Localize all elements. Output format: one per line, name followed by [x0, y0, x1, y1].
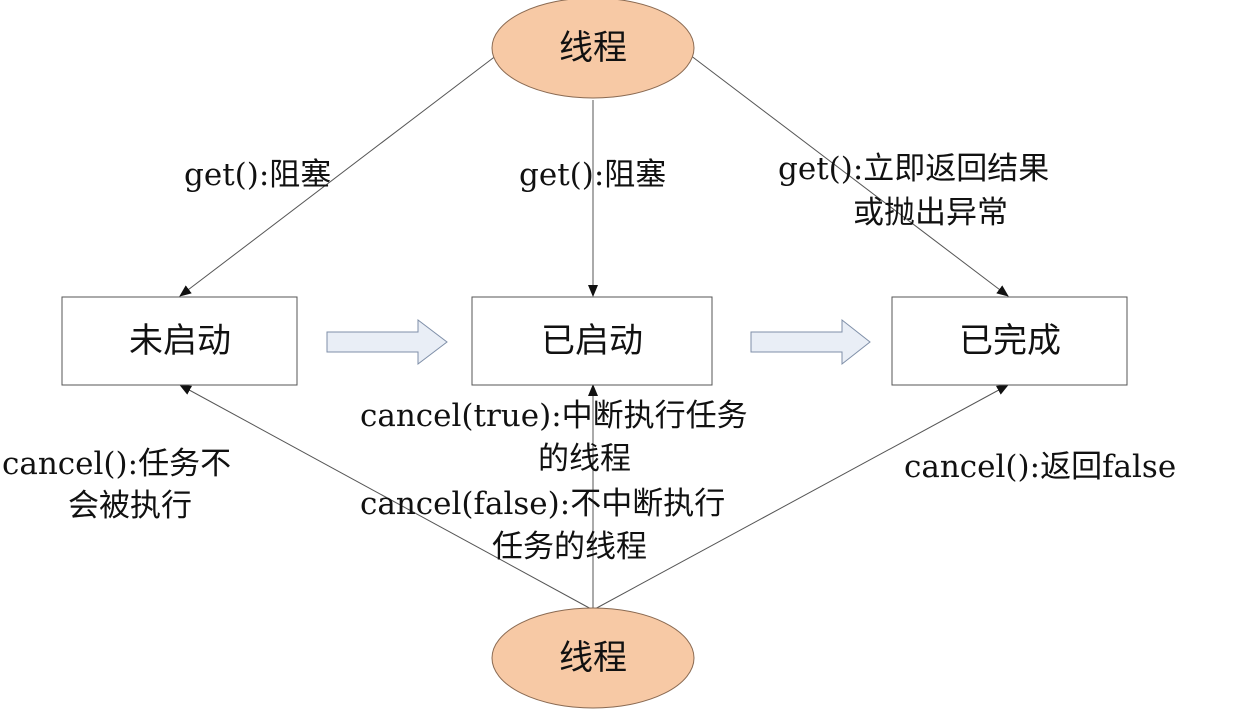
label-cancel-false-line1: cancel(false):不中断执行	[360, 486, 725, 522]
label-cancel-true-line1: cancel(true):中断执行任务	[360, 398, 748, 434]
state-started-box	[471, 296, 713, 386]
edge-top-to-completed	[689, 54, 1009, 297]
state-completed-label: 已完成	[959, 321, 1061, 361]
thread-top-ellipse	[491, 0, 695, 99]
thread-top-label: 线程	[559, 28, 627, 68]
label-get-result-line1: get():立即返回结果	[778, 151, 1049, 187]
thread-bottom-label: 线程	[559, 638, 627, 678]
label-get-block-center: get():阻塞	[519, 157, 666, 193]
flow-arrow-started-to-completed	[750, 318, 871, 366]
state-not-started-box	[61, 296, 298, 386]
thread-bottom-ellipse	[491, 607, 695, 709]
label-cancel-true-line2: 的线程	[538, 441, 631, 477]
label-cancel-not-started-line2: 会被执行	[68, 488, 192, 524]
flow-arrow-not-started-to-started	[326, 318, 448, 366]
label-get-result-line2: 或抛出异常	[853, 195, 1008, 231]
state-completed-box	[891, 296, 1128, 386]
edge-bottom-to-completed	[592, 384, 1009, 611]
state-not-started-label: 未启动	[129, 321, 231, 361]
label-cancel-false-line2: 任务的线程	[492, 529, 647, 565]
edge-bottom-to-not-started	[179, 384, 594, 611]
state-started-label: 已启动	[541, 321, 643, 361]
label-get-block-left: get():阻塞	[184, 157, 331, 193]
label-cancel-not-started-line1: cancel():任务不	[2, 446, 231, 482]
edge-top-to-not-started	[179, 54, 498, 297]
label-cancel-completed: cancel():返回false	[904, 449, 1176, 485]
